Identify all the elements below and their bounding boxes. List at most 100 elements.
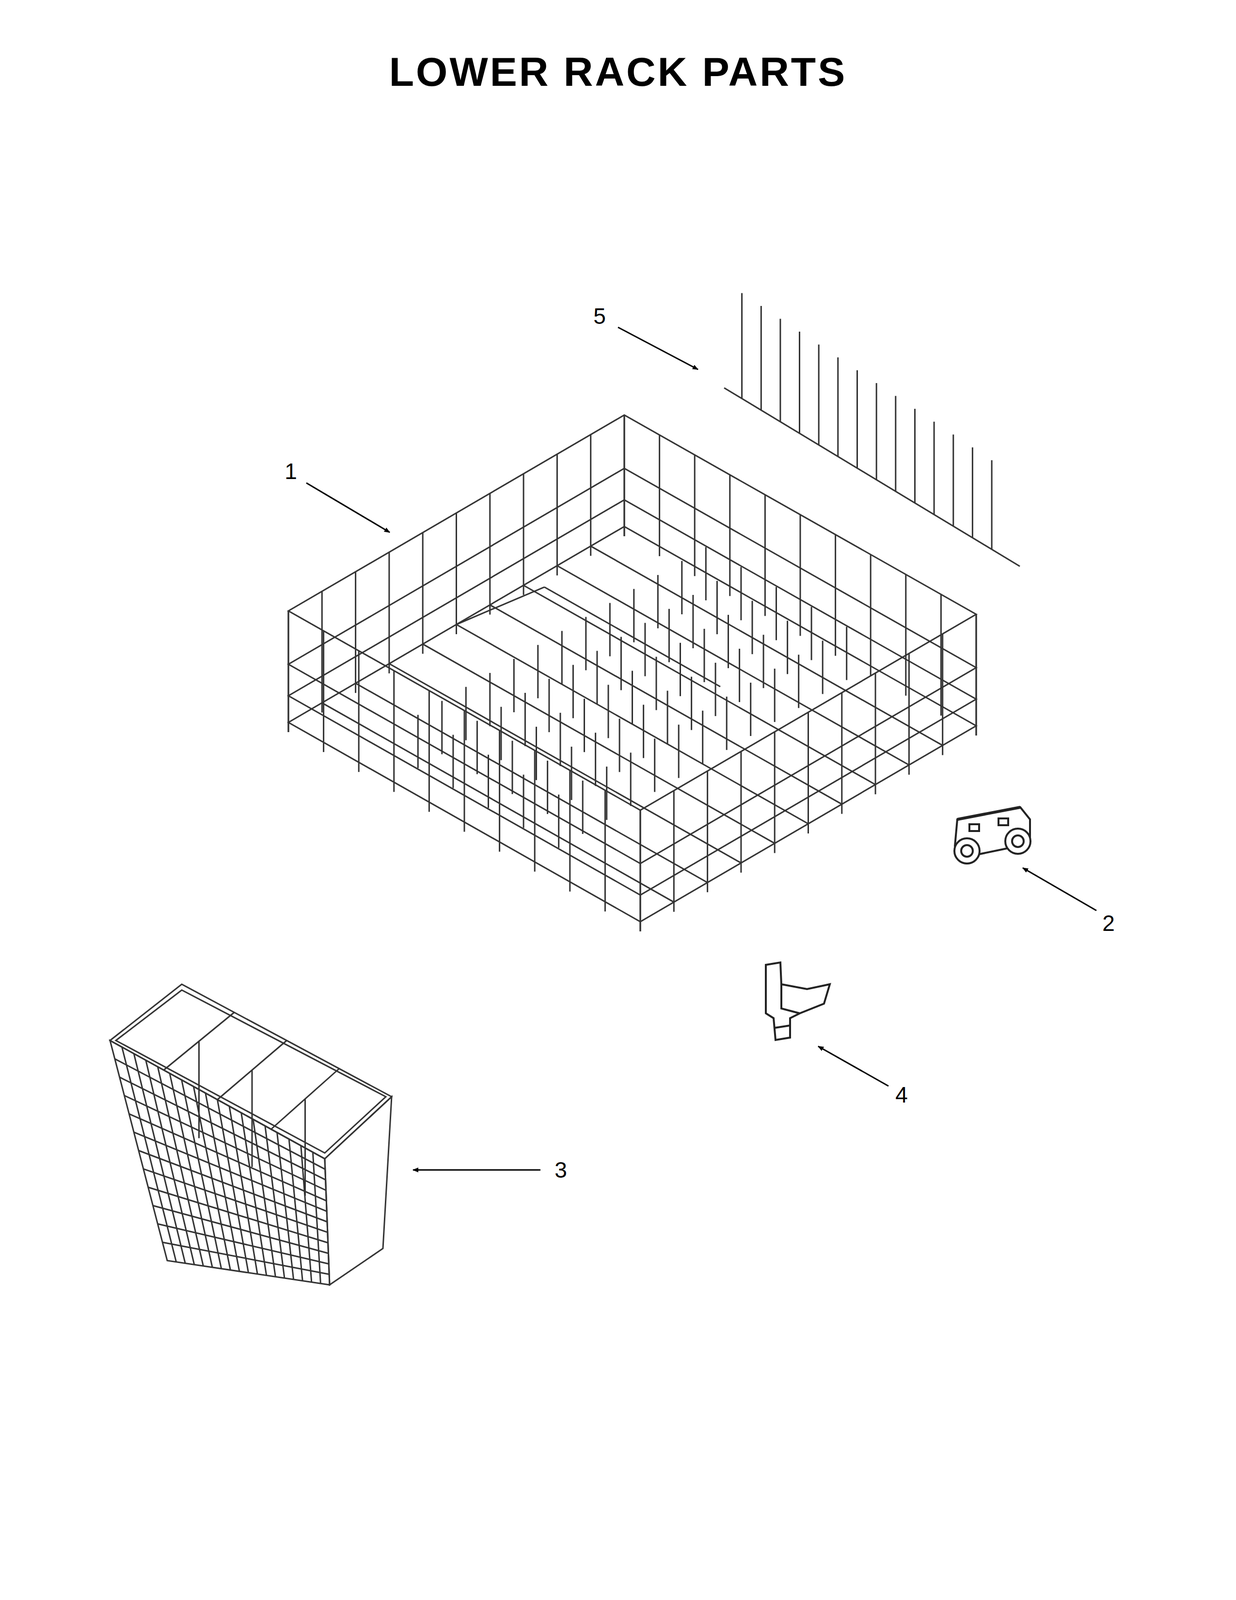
rack-tine bbox=[489, 672, 491, 727]
rack-wire bbox=[321, 591, 323, 713]
rack-tine bbox=[548, 678, 550, 732]
rack-tine bbox=[476, 720, 478, 775]
rack-wire bbox=[498, 730, 501, 852]
tine bbox=[760, 305, 762, 411]
basket-front bbox=[110, 1040, 330, 1285]
rack-tine bbox=[668, 608, 670, 663]
rack-rim bbox=[288, 414, 977, 810]
rack-tine bbox=[609, 602, 611, 657]
rack-tine bbox=[786, 620, 789, 674]
rack-tine bbox=[511, 740, 514, 794]
rack-wire bbox=[358, 650, 360, 772]
rack-wire bbox=[388, 552, 390, 674]
rack-wire bbox=[874, 672, 877, 794]
rack-wire bbox=[694, 454, 696, 576]
rack-tine bbox=[513, 658, 515, 713]
rack-tine bbox=[775, 586, 777, 640]
rack-tine bbox=[701, 710, 704, 764]
rack-wire bbox=[287, 610, 290, 732]
rack-wire bbox=[589, 434, 592, 556]
rack-tine bbox=[417, 714, 419, 768]
rack-tine bbox=[681, 560, 683, 615]
rack-tine bbox=[797, 654, 800, 708]
rack-wire bbox=[604, 790, 606, 912]
rack-tine bbox=[618, 718, 621, 772]
basket-grid bbox=[148, 1187, 329, 1243]
tine bbox=[779, 318, 781, 422]
callout-number: 3 bbox=[552, 1157, 570, 1182]
rack-wire bbox=[799, 514, 802, 636]
rack-wire bbox=[455, 512, 458, 634]
rack-tine bbox=[692, 594, 694, 649]
rack-wire bbox=[975, 614, 978, 736]
rack-wire bbox=[556, 454, 558, 576]
tine bbox=[856, 370, 858, 469]
rack-tine bbox=[500, 706, 502, 761]
rack-tine bbox=[762, 634, 765, 688]
tine bbox=[894, 396, 897, 492]
rack-wire bbox=[393, 670, 395, 792]
rack-tine bbox=[441, 700, 443, 755]
rack-wire bbox=[834, 534, 837, 656]
rack-wire bbox=[740, 751, 742, 873]
rack-tine bbox=[678, 724, 680, 778]
rack-tine bbox=[666, 690, 669, 745]
rack-tine bbox=[561, 630, 563, 684]
rack-wire bbox=[463, 710, 466, 832]
rack-wire bbox=[706, 770, 709, 892]
rack-floor-wire bbox=[355, 682, 708, 883]
rack-tine bbox=[582, 780, 584, 834]
rack-wire bbox=[623, 414, 626, 537]
rack-tine bbox=[583, 698, 586, 752]
rack-wire bbox=[908, 653, 910, 775]
rack-wire bbox=[354, 571, 357, 693]
callout-number: 2 bbox=[1100, 910, 1117, 935]
rack-wire bbox=[322, 630, 325, 752]
rack-tine bbox=[657, 574, 659, 629]
basket-grid bbox=[119, 1077, 326, 1180]
rack-tine bbox=[705, 546, 707, 601]
rack-wire bbox=[534, 750, 536, 872]
callout-number: 4 bbox=[893, 1082, 910, 1107]
rack-tine bbox=[605, 766, 608, 820]
rack-clip bbox=[765, 962, 830, 1040]
rack-floor-wire bbox=[556, 565, 909, 765]
rack-wire bbox=[774, 731, 776, 853]
rack-tine bbox=[620, 636, 622, 691]
basket-grid bbox=[124, 1095, 327, 1191]
rack-tine bbox=[524, 692, 526, 746]
rack-tine bbox=[774, 668, 776, 722]
callout-number: 1 bbox=[282, 459, 300, 484]
tine bbox=[837, 357, 839, 457]
rack-wire bbox=[904, 574, 907, 696]
silverware-basket bbox=[110, 983, 392, 1285]
rack-tine bbox=[537, 644, 539, 698]
rack-tine bbox=[845, 626, 848, 681]
rack-floor-wire bbox=[523, 585, 876, 785]
rack-wire bbox=[422, 532, 424, 654]
basket-grid bbox=[128, 1113, 327, 1201]
rack-tine bbox=[714, 662, 717, 716]
rack-tine bbox=[535, 726, 538, 780]
page-title: LOWER RACK PARTS bbox=[0, 48, 1236, 96]
rack-floor-wire bbox=[389, 663, 742, 863]
rack-tine bbox=[570, 746, 573, 800]
rack-wire bbox=[639, 809, 642, 932]
rack-wire bbox=[764, 494, 766, 616]
basket-grid bbox=[162, 1241, 330, 1274]
rack-tine bbox=[749, 682, 752, 736]
tine bbox=[798, 331, 801, 434]
rack-tine bbox=[726, 696, 728, 750]
tine bbox=[991, 459, 993, 550]
rack-tine bbox=[644, 622, 646, 677]
rack-wire bbox=[941, 633, 944, 755]
rack-wire bbox=[287, 610, 290, 732]
tine bbox=[741, 293, 743, 399]
tine bbox=[818, 344, 820, 445]
rack-wire bbox=[975, 614, 978, 736]
rack-tine bbox=[522, 774, 525, 828]
rack-tine bbox=[559, 712, 562, 766]
rack-tine bbox=[703, 628, 706, 682]
basket-grid bbox=[143, 1168, 328, 1233]
